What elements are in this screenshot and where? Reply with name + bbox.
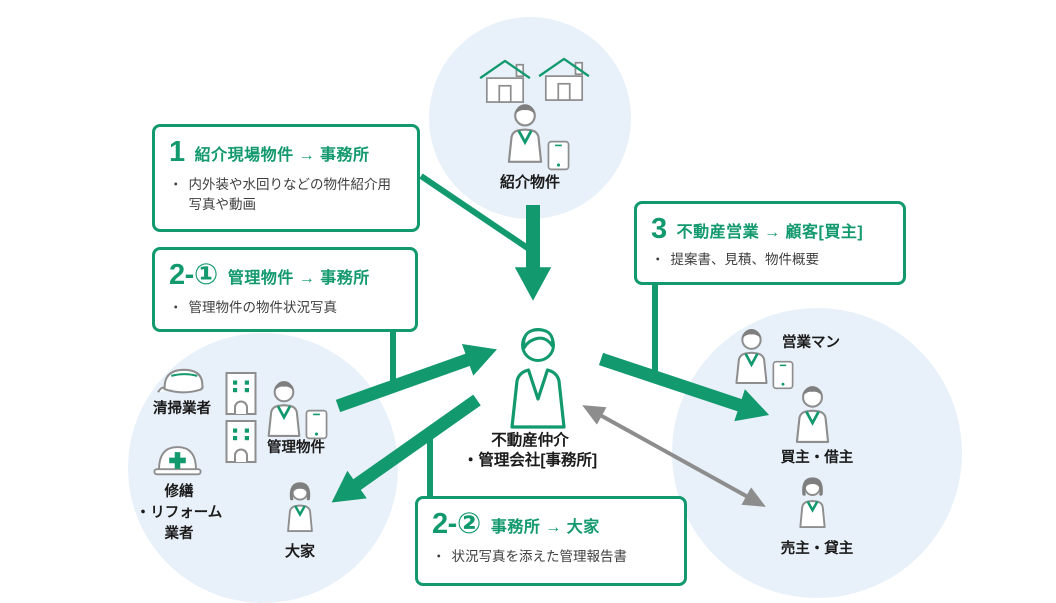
agent-person-icon <box>501 101 549 164</box>
bullet-dot: ・ <box>169 177 183 192</box>
tablet-icon <box>305 409 328 440</box>
work-cap-icon <box>155 363 212 398</box>
agency-label-line2: ・管理会社[事務所] <box>462 452 598 469</box>
box2-2-bullet-text: 状況写真を添えた管理報告書 <box>451 549 628 564</box>
box2-2-title: 事務所 → 大家 <box>490 518 600 536</box>
box3-title: 不動産営業 → 顧客[買主] <box>676 223 864 241</box>
box2-1-number: 2-① <box>169 259 218 291</box>
cleaning-company-label: 清掃業者 <box>153 401 211 417</box>
bullet-dot: ・ <box>651 252 665 267</box>
buyer-label: 買主・借主 <box>780 450 854 466</box>
note-box-1: 1 紹介現場物件 → 事務所 ・ 内外装や水回りなどの物件紹介用写真や動画 <box>152 124 420 232</box>
landlord-person-icon <box>279 478 321 533</box>
building-icon <box>224 419 258 463</box>
box1-title: 紹介現場物件 → 事務所 <box>194 146 370 164</box>
box1-bullet-text: 内外装や水回りなどの物件紹介用写真や動画 <box>188 177 392 212</box>
house-icon <box>537 57 591 101</box>
bullet-dot: ・ <box>169 300 183 315</box>
agency-person-icon <box>503 324 573 430</box>
seller-person-icon <box>791 473 834 529</box>
box3-bullet-text: 提案書、見積、物件概要 <box>670 252 820 267</box>
agency-label-line1: 不動産仲介 <box>491 432 569 449</box>
repair-company-label: 修繕 ・リフォーム 業者 <box>126 482 232 545</box>
helmet-icon <box>151 441 204 478</box>
repair-label-line1: 修繕 <box>164 484 194 500</box>
managed-property-label: 管理物件 <box>267 440 325 456</box>
intro-property-label: 紹介物件 <box>499 174 560 191</box>
box2-1-title: 管理物件 → 事務所 <box>227 269 370 287</box>
box3-number: 3 <box>651 213 667 245</box>
manager-person-icon <box>261 378 307 438</box>
box2-2-number: 2-② <box>432 508 481 540</box>
tablet-icon <box>547 140 570 171</box>
buyer-person-icon <box>789 383 836 444</box>
landlord-label: 大家 <box>284 543 315 560</box>
seller-label: 売主・貸主 <box>780 541 854 557</box>
note-box-3: 3 不動産営業 → 顧客[買主] ・ 提案書、見積、物件概要 <box>634 201 906 285</box>
bullet-dot: ・ <box>432 549 446 564</box>
salesman-person-icon <box>729 326 774 385</box>
note-box-2-2: 2-② 事務所 → 大家 ・ 状況写真を添えた管理報告書 <box>415 496 687 586</box>
repair-label-line2: ・リフォーム <box>135 505 223 521</box>
box1-number: 1 <box>169 136 185 168</box>
salesman-label: 営業マン <box>782 335 840 351</box>
repair-label-line3: 業者 <box>164 526 194 542</box>
box2-1-bullet-text: 管理物件の物件状況写真 <box>188 300 338 315</box>
house-icon <box>478 59 532 103</box>
note-box-2-1: 2-① 管理物件 → 事務所 ・ 管理物件の物件状況写真 <box>152 247 418 332</box>
